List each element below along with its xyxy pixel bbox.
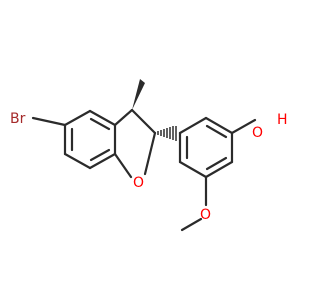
- ring-oxygen-label: O: [133, 175, 144, 191]
- hashed-stereo-bond: [157, 126, 177, 141]
- methyl-wedge-bond: [132, 79, 145, 110]
- bromine-bond: [31, 116, 67, 127]
- dihydrofuran-ring: [113, 108, 157, 179]
- methoxy-oxygen-label: O: [200, 207, 211, 223]
- right-benzene-ring: [178, 116, 234, 179]
- left-benzene-ring: [63, 109, 117, 170]
- molecule-structure: Br O O O H: [10, 79, 288, 232]
- hydroxyl-oxygen-label: O: [252, 125, 263, 141]
- methoxy-methyl-bond: [180, 217, 203, 232]
- hydroxyl-hydrogen-label: H: [277, 112, 288, 128]
- molecule-canvas: Br O O O H: [10, 79, 288, 232]
- hydroxyl-bond: [230, 118, 257, 135]
- bromine-label: Br: [10, 111, 26, 127]
